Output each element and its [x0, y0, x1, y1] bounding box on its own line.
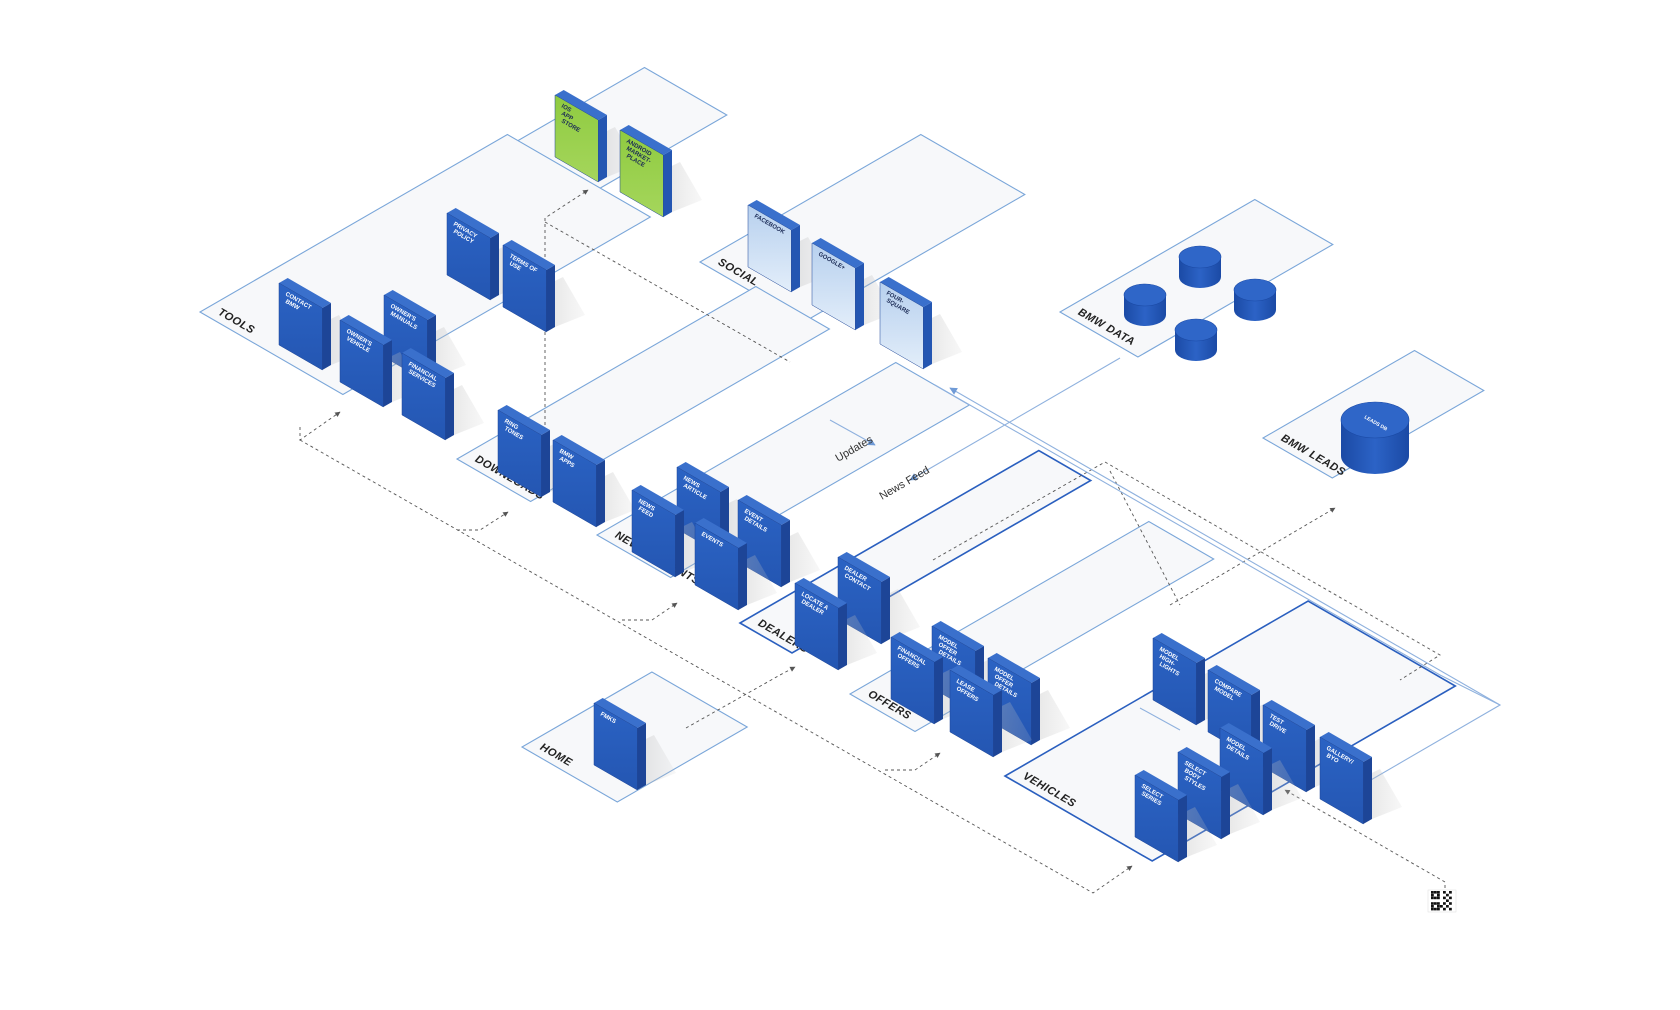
flow-label-news-feed: News Feed [878, 464, 932, 502]
connector-data-to-news [909, 357, 1121, 481]
connector-updates [829, 419, 876, 446]
tile-label: APP [560, 111, 574, 122]
connector-tools-long [299, 439, 1133, 894]
database-cylinder-4 [1174, 318, 1218, 361]
connector-vehicles-to-leads [1169, 507, 1336, 606]
connector-social-to-vehicles [934, 384, 1502, 796]
connector-vehicles-to-social [949, 387, 1501, 706]
connector-dealers-to-data [932, 461, 1441, 681]
database-leads-db: LEADS DB [1340, 401, 1410, 474]
connector-news-to-offers [1109, 470, 1181, 606]
database-cylinder-1 [1178, 245, 1222, 288]
connector-downloads-link [457, 511, 509, 531]
qr-code-icon [1427, 889, 1457, 913]
connector-home-to-dealers [685, 666, 796, 729]
tile-label: USE [508, 261, 522, 272]
database-cylinder-3 [1233, 278, 1277, 321]
tile-google-plus: GOOGLE+ [811, 238, 894, 331]
tile-fmks: FMKS [593, 698, 676, 791]
tile-label: BYO [1325, 753, 1340, 765]
connector-social-link [544, 221, 791, 363]
connector-offers-link [885, 752, 941, 771]
connector-tools-link [299, 411, 341, 441]
connector-downloads-to-applications [544, 189, 589, 455]
tile-label: IOS [560, 104, 572, 114]
database-cylinder-2 [1123, 283, 1167, 326]
connector-news-link [622, 602, 678, 621]
tile-events: EVENTS [694, 518, 777, 611]
tile-facebook: FACEBOOK [747, 200, 830, 293]
connector-vehicles-inner [1139, 707, 1181, 731]
tile-gallery-byo: GALLERY/BYO [1319, 732, 1402, 825]
tile-foursquare: FOUR-SQUARE [879, 277, 962, 370]
